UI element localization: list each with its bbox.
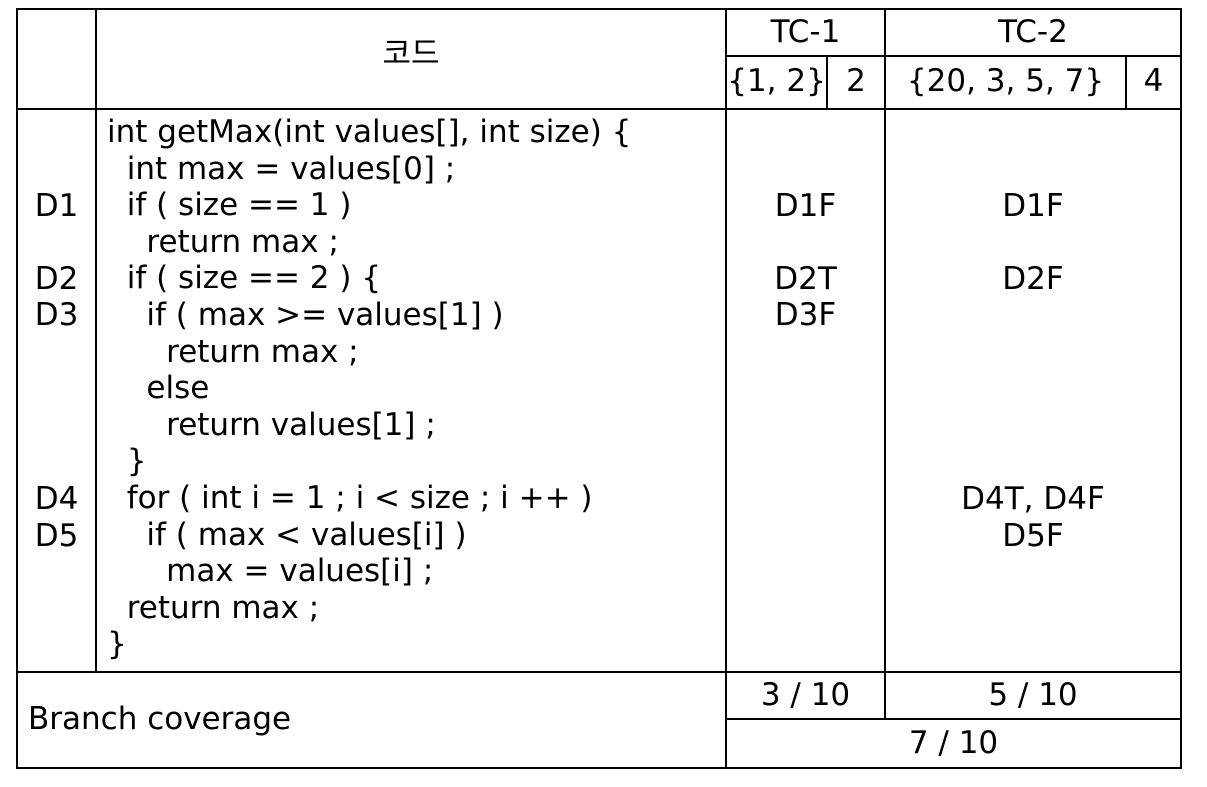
code-line: } (107, 626, 127, 663)
decision-label-d5: D5 (34, 518, 79, 554)
tc1-coverage: 3 / 10 (760, 677, 851, 713)
decision-label-d2: D2 (34, 261, 79, 297)
code-line: return max ; (107, 589, 320, 626)
code-line: max = values[i] ; (107, 553, 434, 590)
total-coverage: 7 / 10 (908, 725, 999, 761)
code-line: return max ; (107, 333, 359, 370)
code-line: int max = values[0] ; (107, 150, 456, 187)
tc2-header: TC-2 (998, 14, 1068, 50)
code-line: if ( max < values[i] ) (107, 516, 467, 553)
code-line: else (107, 370, 210, 407)
code-line: return max ; (107, 223, 339, 260)
tc2-result: D1F (1002, 188, 1064, 224)
tc2-input: {20, 3, 5, 7} (906, 63, 1105, 99)
tc2-result: D5F (1002, 518, 1064, 554)
tc1-result: D1F (774, 188, 837, 224)
tc2-coverage: 5 / 10 (988, 677, 1078, 713)
code-line: if ( size == 1 ) (107, 187, 352, 224)
decision-label-d4: D4 (34, 481, 79, 517)
code-line: return values[1] ; (107, 406, 436, 443)
code-column-header: 코드 (382, 36, 440, 72)
tc1-header: TC-1 (770, 14, 841, 50)
decision-label-d1: D1 (34, 188, 79, 224)
tc1-result: D3F (774, 297, 837, 333)
tc1-size: 2 (846, 63, 866, 99)
tc1-result: D2T (774, 261, 837, 297)
code-line: for ( int i = 1 ; i < size ; i ++ ) (107, 480, 593, 516)
code-line: if ( size == 2 ) { (107, 260, 382, 297)
code-line: } (107, 443, 147, 480)
code-line: int getMax(int values[], int size) { (107, 114, 632, 150)
tc2-result: D2F (1002, 261, 1064, 297)
decision-label-d3: D3 (34, 297, 79, 333)
tc1-input: {1, 2} (727, 63, 826, 99)
code-line: if ( max >= values[1] ) (107, 297, 504, 333)
branch-coverage-label: Branch coverage (28, 701, 292, 737)
tc2-size: 4 (1143, 63, 1164, 99)
tc2-result: D4T, D4F (961, 481, 1105, 517)
